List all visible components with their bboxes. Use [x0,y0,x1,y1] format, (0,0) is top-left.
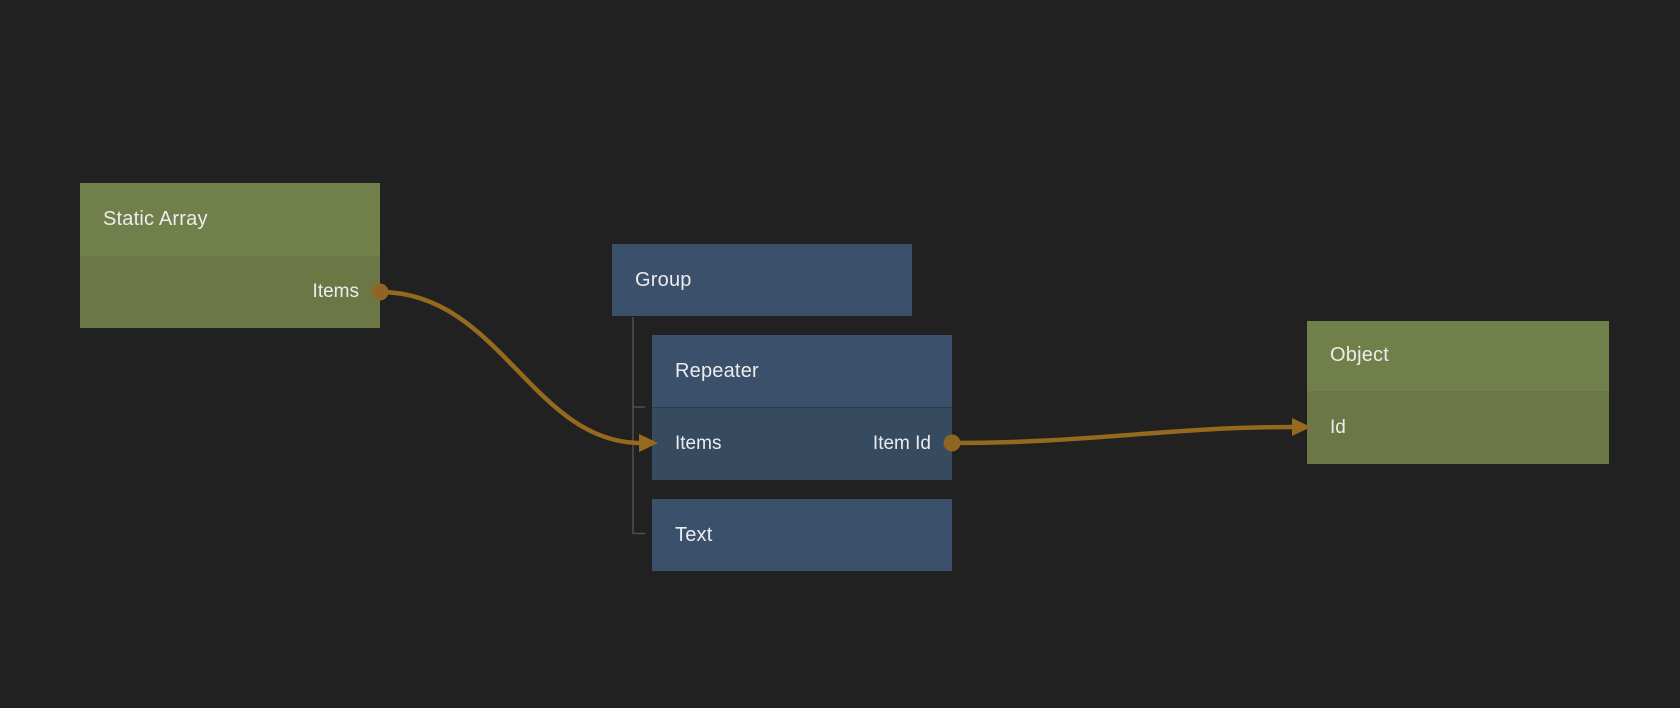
node-text-header[interactable]: Text [652,499,952,571]
node-title: Static Array [103,207,208,230]
pin-label-items: Items [675,433,722,454]
node-static-array[interactable]: Static Array Items [80,183,380,328]
node-object[interactable]: Object Id [1307,321,1609,464]
group-tree-connector-line [632,317,645,535]
pin-label-id: Id [1330,416,1346,438]
node-text[interactable]: Text [652,499,952,571]
pin-label-items: Items [312,281,359,302]
node-title: Repeater [675,359,759,382]
pin-row-id-input: Id [1307,391,1609,464]
pin-row-items-itemid: Items Item Id [652,408,952,480]
node-repeater[interactable]: Repeater Items Item Id [652,335,952,480]
node-static-array-body: Items [80,255,380,328]
node-object-body: Id [1307,390,1609,464]
node-title: Object [1330,344,1390,366]
node-title: Group [635,268,692,291]
node-group-header[interactable]: Group [612,244,912,316]
pin-row-items-output: Items [80,256,380,328]
node-repeater-body: Items Item Id [652,407,952,480]
wire-staticarray-items-to-repeater-items[interactable] [379,289,642,446]
pin-label-item-id: Item Id [872,433,931,454]
node-repeater-header[interactable]: Repeater [652,335,952,407]
wire-repeater-itemid-to-object-id[interactable] [951,424,1295,446]
node-static-array-header[interactable]: Static Array [80,183,380,255]
node-title: Text [675,523,713,546]
node-group[interactable]: Group [612,244,912,316]
node-object-header[interactable]: Object [1307,321,1609,390]
